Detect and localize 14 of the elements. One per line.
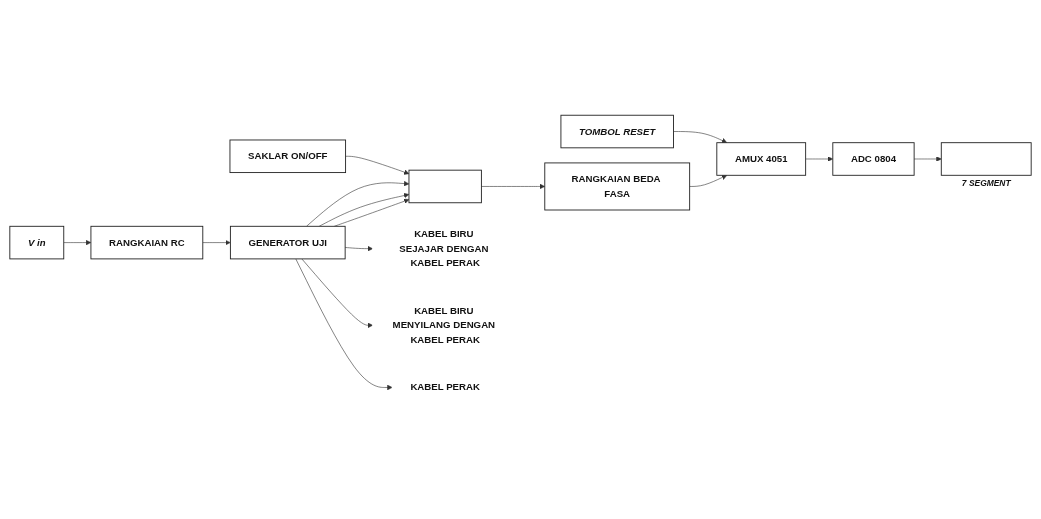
node-text: KABEL BIRU SEJAJAR DENGAN KABEL PERAK (399, 228, 489, 268)
node-box: TOMBOL RESET (560, 114, 674, 149)
node-box: AMUX 4051 (716, 142, 807, 176)
node-box (408, 169, 482, 204)
node-text: KABEL PERAK (410, 382, 480, 393)
node-box (940, 142, 1032, 176)
node-box: V in (9, 225, 65, 260)
node-box: RANGKAIAN BEDA FASA (544, 162, 691, 211)
node-box: SAKLAR ON/OFF (229, 139, 347, 174)
node-box: ADC 0804 (832, 142, 915, 176)
segment-caption: 7 SEGMENT (961, 178, 1011, 189)
node-text: KABEL BIRU MENYILANG DENGAN KABEL PERAK (392, 305, 496, 345)
node-box: RANGKAIAN RC (90, 225, 204, 260)
node-box: GENERATOR UJI (229, 225, 346, 260)
